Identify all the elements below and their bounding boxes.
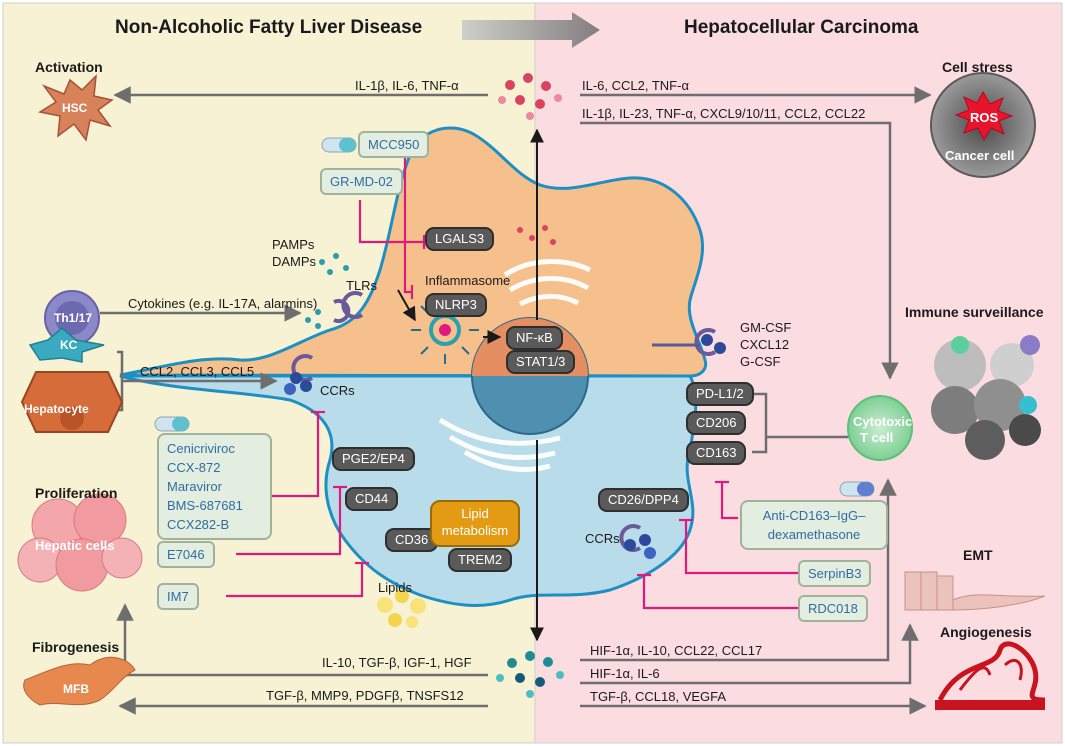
hsc-cell <box>38 73 114 142</box>
cd26-pill: CD26/DPP4 <box>598 488 689 512</box>
lipid-metabolism-line1: Lipid <box>461 506 489 521</box>
cytokine-dots-bottom <box>496 651 564 698</box>
ccrs-top-label: CCRs <box>320 383 355 398</box>
capsule-icon-mcc950 <box>321 137 357 153</box>
th-label: Th1/17 <box>54 311 93 325</box>
drug-e7046: E7046 <box>157 541 215 568</box>
ros-label: ROS <box>970 110 999 125</box>
kc-label: KC <box>60 338 78 352</box>
drug-maraviror: Maraviror <box>167 479 222 494</box>
blood-vessels <box>935 641 1046 710</box>
signal-tgf-mmp9: TGF-β, MMP9, PDGFβ, TNSFS12 <box>266 688 464 703</box>
signal-il1b-il6-tnfa: IL-1β, IL-6, TNF-α <box>355 78 459 93</box>
hepatocyte-nucleus <box>60 406 84 430</box>
fibrogenesis-label: Fibrogenesis <box>32 639 120 655</box>
cytotoxic-label-line2: T cell <box>860 430 894 445</box>
drug-mcc950: MCC950 <box>358 131 430 158</box>
capsule-icon-cenicriviroc <box>154 416 190 432</box>
pdl1-pill: PD-L1/2 <box>686 382 754 406</box>
mfb-label: MFB <box>63 682 89 696</box>
pamps-dots <box>305 253 349 329</box>
cancer-cell <box>930 72 1036 178</box>
drug-anti-cd163-line2: dexamethasone <box>767 527 861 542</box>
trem2-pill: TREM2 <box>448 548 513 572</box>
cell-stress-label: Cell stress <box>942 59 1013 75</box>
hepatic-cells-cluster <box>17 493 143 592</box>
kc-cell <box>28 327 105 363</box>
pge2-pill: PGE2/EP4 <box>332 447 415 471</box>
cytokine-dots-top <box>498 73 562 245</box>
signal-il10-tgf: IL-10, TGF-β, IGF-1, HGF <box>322 655 472 670</box>
drug-serpinb3: SerpinB3 <box>798 560 872 587</box>
inhibition-lines <box>226 155 808 610</box>
nfkb-pill: NF-κB <box>506 326 563 350</box>
drug-ccr-antagonists: Cenicriviroc CCX-872 Maraviror BMS-68768… <box>157 433 272 540</box>
signal-hif-1: HIF-1α, IL-10, CCL22, CCL17 <box>590 643 763 658</box>
cd206-pill: CD206 <box>686 411 747 435</box>
drug-ccx282b: CCX282-B <box>167 517 230 532</box>
tlrs-label: TLRs <box>346 278 378 293</box>
gmcsf-receptor <box>694 328 726 356</box>
angiogenesis-label: Angiogenesis <box>940 624 1032 640</box>
damps-label: DAMPs <box>272 254 317 269</box>
m1-macrophage-body <box>119 126 708 378</box>
progression-arrow <box>462 12 600 48</box>
inflammasome-label: Inflammasome <box>425 273 511 288</box>
signal-gmcsf: GM-CSF <box>740 320 792 335</box>
drug-grmd02: GR-MD-02 <box>320 168 403 195</box>
signal-cxcl12: CXCL12 <box>740 337 790 352</box>
drug-im7: IM7 <box>157 583 199 610</box>
lipid-metabolism-line2: metabolism <box>441 523 509 538</box>
signal-cytokines: Cytokines (e.g. IL-17A, alarmins) <box>128 296 318 311</box>
lipid-droplets <box>377 589 426 628</box>
drug-bms687681: BMS-687681 <box>167 498 243 513</box>
cancer-cell-label: Cancer cell <box>945 148 1015 163</box>
drug-cenicriviroc: Cenicriviroc <box>167 441 235 456</box>
drug-ccx872: CCX-872 <box>167 460 221 475</box>
signal-hif-2: HIF-1α, IL-6 <box>590 666 660 681</box>
capsule-icon-anti-cd163 <box>839 481 875 497</box>
mfb-cell <box>23 656 136 706</box>
m2-macrophage-body <box>119 374 698 607</box>
hcc-title: Hepatocellular Carcinoma <box>684 17 919 38</box>
signal-gcsf: G-CSF <box>740 354 781 369</box>
cytotoxic-t-cell <box>847 395 913 461</box>
proliferation-label: Proliferation <box>35 485 118 501</box>
drug-anti-cd163-line1: Anti-CD163–IgG– <box>762 508 866 523</box>
drug-rdc018: RDC018 <box>798 595 868 622</box>
nlrp3-pill: NLRP3 <box>425 293 487 317</box>
hsc-label: HSC <box>62 101 88 115</box>
signal-il6-ccl2-tnfa: IL-6, CCL2, TNF-α <box>582 78 689 93</box>
lipid-metabolism-box: Lipid metabolism <box>430 500 520 547</box>
cd163-pill: CD163 <box>686 441 747 465</box>
th-cell-nucleus <box>55 301 89 335</box>
pamps-label: PAMPs <box>272 237 315 252</box>
drug-anti-cd163: Anti-CD163–IgG– dexamethasone <box>740 500 888 550</box>
immune-surveillance-cluster <box>931 335 1041 460</box>
signal-il1b-long: IL-1β, IL-23, TNF-α, CXCL9/10/11, CCL2, … <box>582 106 866 121</box>
nafld-title: Non-Alcoholic Fatty Liver Disease <box>115 17 423 38</box>
stat-pill: STAT1/3 <box>506 350 576 374</box>
ccr-receptor-top <box>284 354 314 395</box>
hepatocyte-cell <box>20 371 124 433</box>
golgi-bottom <box>438 417 561 472</box>
emt-cells <box>904 571 1046 611</box>
cd44-pill: CD44 <box>345 487 399 511</box>
lgals3-pill: LGALS3 <box>425 227 495 251</box>
tlr-arrow <box>397 289 416 322</box>
activation-label: Activation <box>35 59 103 75</box>
ccrs-bottom-label: CCRs <box>585 531 620 546</box>
lipids-label: Lipids <box>378 580 412 595</box>
tlr-receptor <box>333 291 364 323</box>
immune-surveillance-label: Immune surveillance <box>905 304 1044 320</box>
emt-label: EMT <box>963 547 993 563</box>
golgi-top <box>503 259 592 307</box>
signal-tgf-ccl18: TGF-β, CCL18, VEGFA <box>590 689 727 704</box>
cytotoxic-label-line1: Cytotoxic <box>853 414 913 429</box>
signal-ccl-list: CCL2, CCL3, CCL5 <box>140 364 255 379</box>
ccr-receptor-bottom <box>619 524 656 559</box>
hepatic-cells-label: Hepatic cells <box>35 538 115 553</box>
hepatocyte-label: Hepatocyte <box>24 402 89 416</box>
